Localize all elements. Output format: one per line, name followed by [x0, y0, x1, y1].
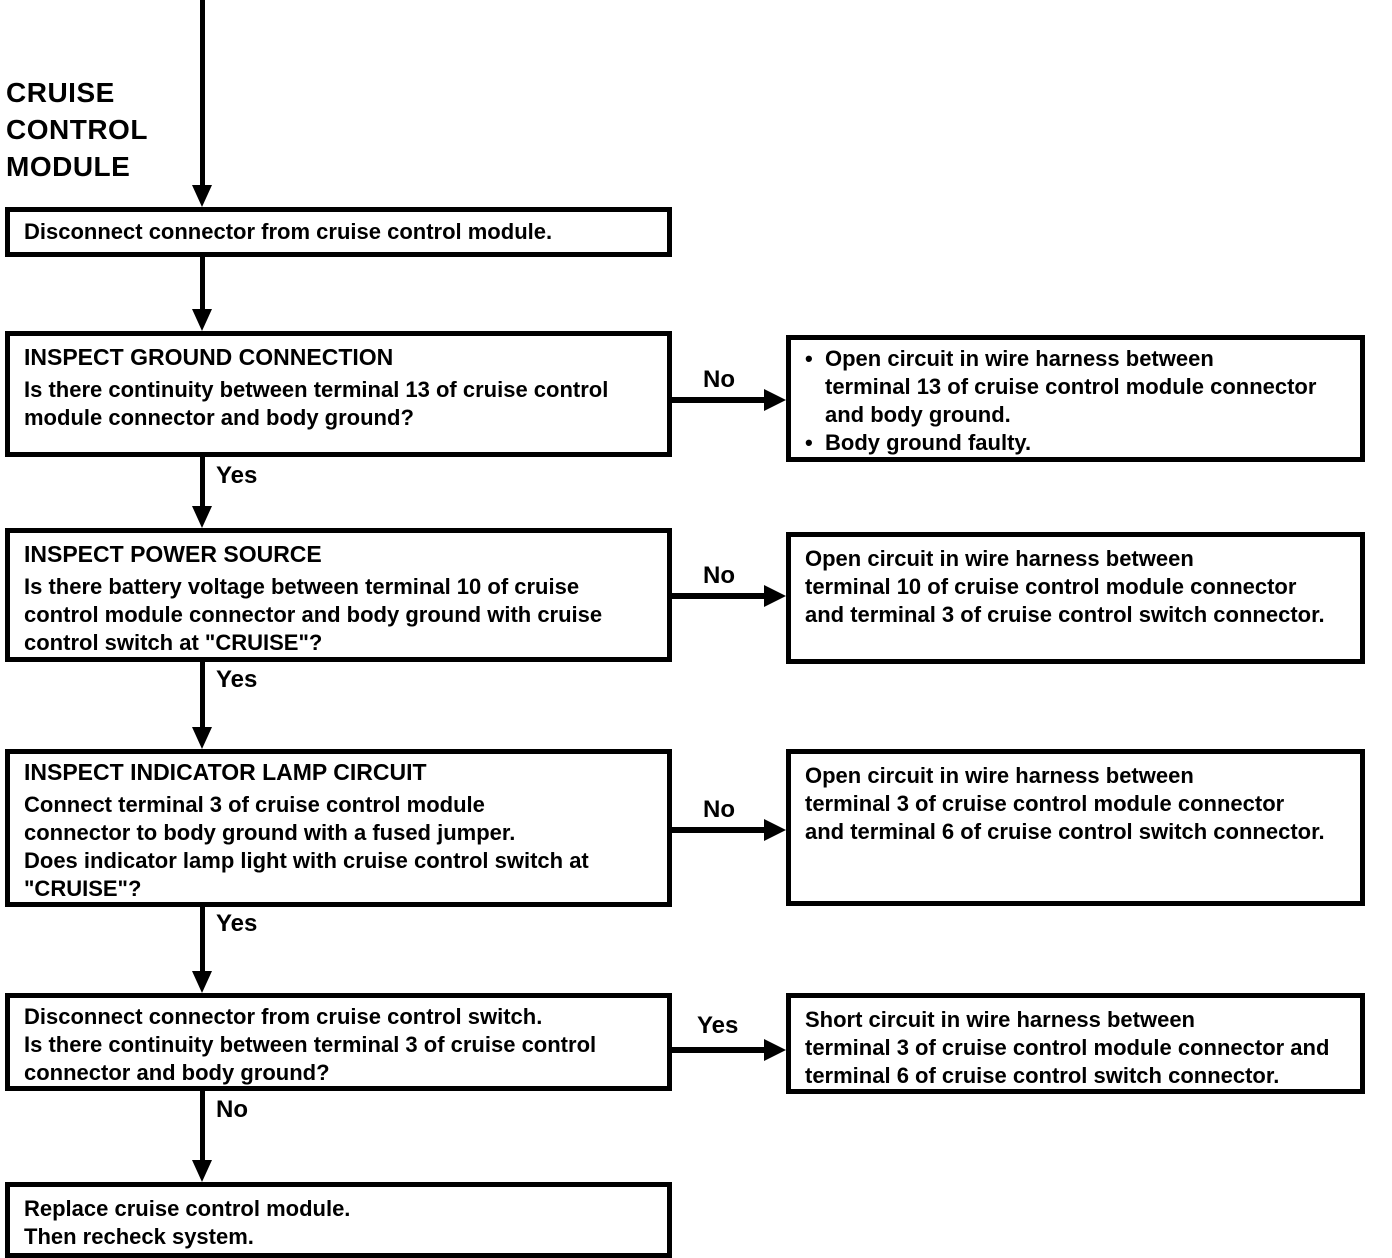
arrowhead-right-icon — [764, 585, 786, 607]
arrowhead-down-icon — [192, 506, 212, 528]
edge-label-yes: Yes — [216, 910, 258, 937]
edge-label-no: No — [703, 796, 735, 823]
arrowhead-down-icon — [192, 1160, 212, 1182]
step-text: Disconnect connector from cruise control… — [24, 1004, 597, 1085]
result-open-circuit-terminal-3: Open circuit in wire harness between ter… — [786, 749, 1365, 906]
step-inspect-indicator-lamp-circuit: INSPECT INDICATOR LAMP CIRCUIT Connect t… — [5, 749, 672, 907]
arrowhead-right-icon — [764, 819, 786, 841]
result-short-circuit-terminal-3: Short circuit in wire harness between te… — [786, 993, 1365, 1094]
step-question: Is there battery voltage between termina… — [24, 574, 603, 655]
step-disconnect-module-connector: Disconnect connector from cruise control… — [5, 207, 672, 257]
arrow-step5-step6-line — [200, 1091, 205, 1164]
arrow-step4-result3-line — [670, 827, 768, 833]
arrow-step3-result2-line — [670, 593, 768, 599]
step-title: INSPECT INDICATOR LAMP CIRCUIT — [24, 759, 427, 785]
arrowhead-down-icon — [192, 971, 212, 993]
edge-label-yes: Yes — [216, 666, 258, 693]
result-text: Open circuit in wire harness between ter… — [825, 346, 1317, 427]
result-bullet-item: • Body ground faulty. — [803, 429, 1346, 457]
result-text: Short circuit in wire harness between te… — [805, 1007, 1330, 1088]
bullet-icon: • — [805, 430, 813, 455]
step-title: INSPECT GROUND CONNECTION — [24, 344, 394, 370]
arrowhead-right-icon — [764, 1039, 786, 1061]
step-question: Is there continuity between terminal 13 … — [24, 377, 609, 430]
arrow-step2-result1-line — [670, 397, 768, 403]
arrowhead-down-icon — [192, 185, 212, 207]
arrowhead-right-icon — [764, 389, 786, 411]
step-check-switch-continuity: Disconnect connector from cruise control… — [5, 993, 672, 1091]
arrow-top-entry-line — [200, 0, 205, 187]
arrow-step2-step3-line — [200, 457, 205, 510]
arrow-step1-step2-line — [200, 257, 205, 313]
edge-label-no: No — [703, 562, 735, 589]
arrowhead-down-icon — [192, 727, 212, 749]
edge-label-yes: Yes — [697, 1012, 739, 1039]
arrow-step4-step5-line — [200, 907, 205, 975]
step-replace-module: Replace cruise control module. Then rech… — [5, 1182, 672, 1258]
section-label-cruise-control-module: CRUISE CONTROL MODULE — [6, 77, 148, 182]
result-text: Open circuit in wire harness between ter… — [805, 763, 1325, 844]
result-text: Body ground faulty. — [825, 430, 1032, 455]
step-inspect-power-source: INSPECT POWER SOURCE Is there battery vo… — [5, 528, 672, 662]
result-open-circuit-terminal-13: • Open circuit in wire harness between t… — [786, 335, 1365, 462]
result-open-circuit-terminal-10: Open circuit in wire harness between ter… — [786, 532, 1365, 664]
result-bullet-item: • Open circuit in wire harness between t… — [803, 345, 1346, 429]
bullet-icon: • — [805, 346, 813, 371]
step-question: Connect terminal 3 of cruise control mod… — [24, 792, 589, 901]
result-text: Open circuit in wire harness between ter… — [805, 546, 1325, 627]
step-text: Disconnect connector from cruise control… — [24, 219, 553, 244]
edge-label-no: No — [703, 366, 735, 393]
arrow-step5-result4-line — [670, 1047, 768, 1053]
step-text: Replace cruise control module. Then rech… — [24, 1196, 351, 1249]
step-inspect-ground-connection: INSPECT GROUND CONNECTION Is there conti… — [5, 331, 672, 457]
arrow-step3-step4-line — [200, 662, 205, 731]
edge-label-yes: Yes — [216, 462, 258, 489]
arrowhead-down-icon — [192, 309, 212, 331]
step-title: INSPECT POWER SOURCE — [24, 541, 322, 567]
edge-label-no: No — [216, 1096, 248, 1123]
